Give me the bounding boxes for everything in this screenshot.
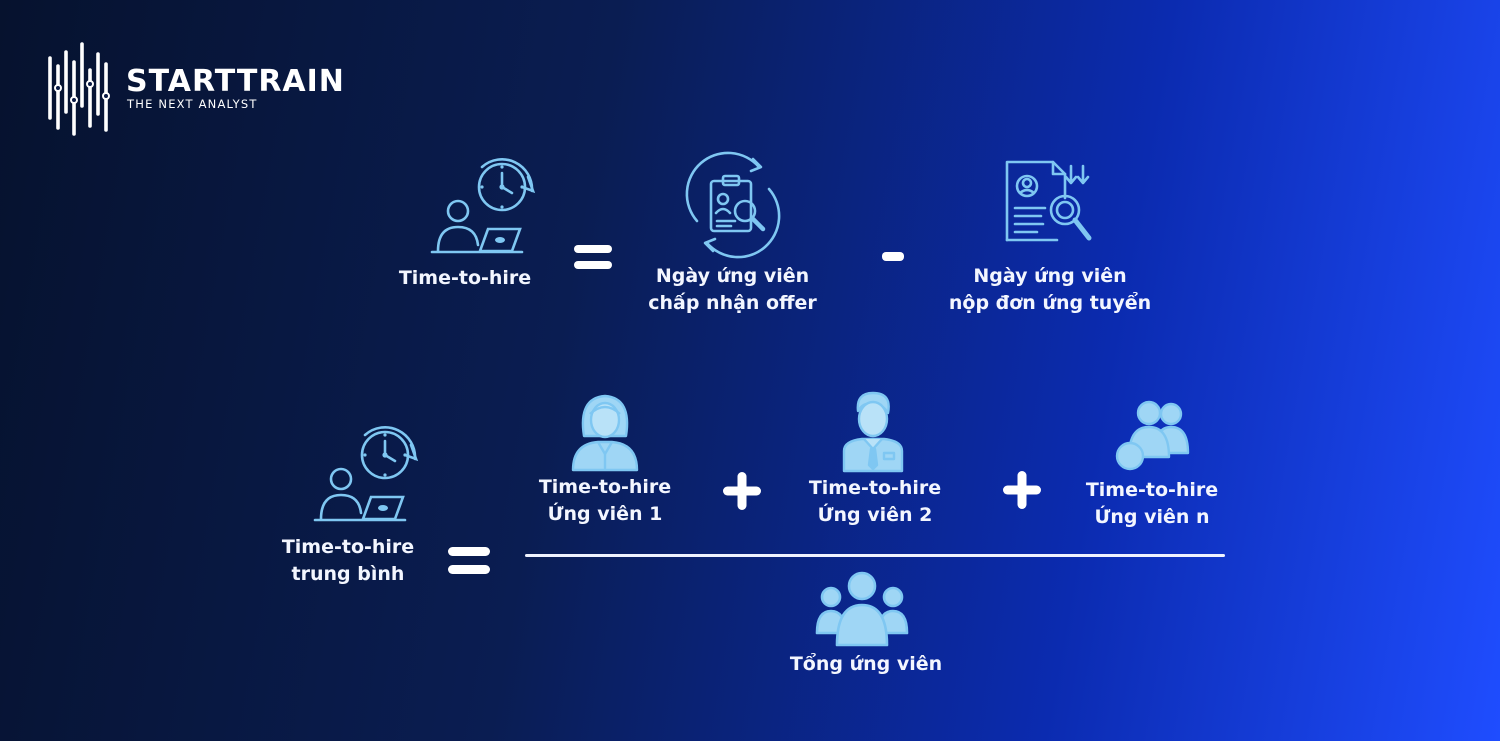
minus-sign — [882, 247, 904, 266]
clock-person-laptop-icon — [430, 155, 538, 257]
candidate-n-line-2: Ứng viên n — [1094, 506, 1210, 528]
result-text: Time-to-hire — [398, 267, 532, 289]
fraction-line — [525, 554, 1225, 557]
candidate-2-line-2: Ứng viên 2 — [817, 504, 933, 526]
starttrain-logo-icon — [46, 40, 118, 138]
candidate-2-label: Time-to-hire Ứng viên 2 — [800, 475, 950, 529]
result-line-2: trung bình — [291, 563, 405, 585]
total-text: Tổng ứng viên — [789, 653, 943, 675]
formula-2-result-label: Time-to-hire trung bình — [273, 534, 423, 588]
equals-sign — [574, 245, 612, 275]
clock-person-laptop-icon — [313, 423, 421, 525]
woman-avatar-icon — [570, 392, 640, 472]
term-a-line-2: chấp nhận offer — [648, 292, 817, 314]
candidate-n-line-1: Time-to-hire — [1085, 479, 1219, 501]
plus-sign — [723, 472, 761, 514]
equals-sign — [448, 547, 490, 579]
candidate-1-label: Time-to-hire Ứng viên 1 — [530, 474, 680, 528]
term-a-line-1: Ngày ứng viên — [655, 265, 810, 287]
team-icon — [815, 571, 909, 647]
candidate-1-line-2: Ứng viên 1 — [547, 503, 663, 525]
formula-1-term-a-label: Ngày ứng viên chấp nhận offer — [630, 263, 835, 317]
term-b-line-1: Ngày ứng viên — [973, 265, 1127, 287]
formula-1-result-label: Time-to-hire — [395, 265, 535, 292]
brand-name: STARTTRAIN — [126, 64, 345, 99]
total-candidates-label: Tổng ứng viên — [780, 651, 952, 678]
plus-sign — [1003, 471, 1041, 513]
term-b-line-2: nộp đơn ứng tuyển — [948, 292, 1152, 314]
document-search-icon — [1003, 158, 1099, 254]
candidate-1-line-1: Time-to-hire — [538, 476, 672, 498]
formula-1-term-b-label: Ngày ứng viên nộp đơn ứng tuyển — [940, 263, 1160, 317]
result-line-1: Time-to-hire — [281, 536, 415, 558]
brand-tagline: THE NEXT ANALYST — [127, 97, 258, 111]
man-avatar-icon — [840, 389, 906, 473]
group-icon — [1113, 400, 1193, 473]
candidate-2-line-1: Time-to-hire — [808, 477, 942, 499]
candidate-n-label: Time-to-hire Ứng viên n — [1077, 477, 1227, 531]
clipboard-search-cycle-icon — [683, 151, 783, 259]
